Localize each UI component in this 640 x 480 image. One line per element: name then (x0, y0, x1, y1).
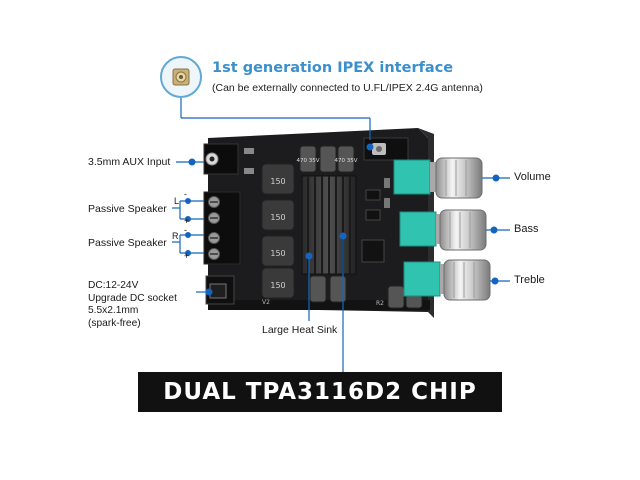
chip-banner: DUAL TPA3116D2 CHIP (138, 372, 502, 412)
plus-mark: + (184, 216, 190, 226)
volume-label: Volume (514, 171, 551, 183)
minus-mark: - (184, 225, 187, 235)
passive-speaker-right-label: Passive Speaker (88, 237, 167, 249)
inductors: 150 150 150 150 (261, 163, 295, 299)
plus-mark: + (184, 251, 190, 261)
dc-socket-label: DC:12-24V Upgrade DC socket 5.5x2.1mm (s… (88, 280, 177, 330)
l-channel-mark: L (174, 196, 180, 206)
callout-lines (172, 98, 510, 372)
silk-label: V2 (262, 299, 270, 306)
passive-speaker-left-label: Passive Speaker (88, 203, 167, 215)
inductor-label: 150 (270, 281, 285, 290)
pot-treble (403, 259, 491, 301)
heat-sink (301, 175, 357, 275)
pot-volume (393, 157, 483, 199)
ipex-subtitle: (Can be externally connected to U.FL/IPE… (212, 82, 483, 94)
ipex-title: 1st generation IPEX interface (212, 60, 454, 76)
inductor-label: 150 (270, 213, 285, 222)
ipex-connector (363, 137, 409, 161)
inductor-label: 150 (270, 177, 285, 186)
r-channel-mark: R (172, 231, 179, 241)
dc-line: (spark-free) (88, 317, 141, 329)
dc-line: Upgrade DC socket (88, 292, 177, 304)
pot-bass (399, 209, 487, 251)
dc-line: 5.5x2.1mm (88, 305, 139, 316)
small-components: V2 R2 (244, 148, 390, 307)
cap-label: 470 35V (296, 158, 319, 164)
silk-label: R2 (376, 300, 384, 307)
capacitors: 470 35V 470 35V (296, 145, 423, 309)
screw-terminals (203, 191, 241, 265)
aux-input-label: 3.5mm AUX Input (88, 156, 171, 168)
callout-dots (185, 143, 500, 296)
minus-mark: - (184, 189, 187, 199)
heat-sink-label: Large Heat Sink (262, 324, 338, 336)
cap-label: 470 35V (334, 158, 357, 164)
inductor-label: 150 (270, 249, 285, 258)
aux-jack (203, 143, 239, 175)
dc-line: DC:12-24V (88, 280, 139, 291)
treble-label: Treble (514, 274, 545, 286)
ipex-connector-icon (160, 56, 202, 98)
bass-label: Bass (514, 223, 539, 235)
